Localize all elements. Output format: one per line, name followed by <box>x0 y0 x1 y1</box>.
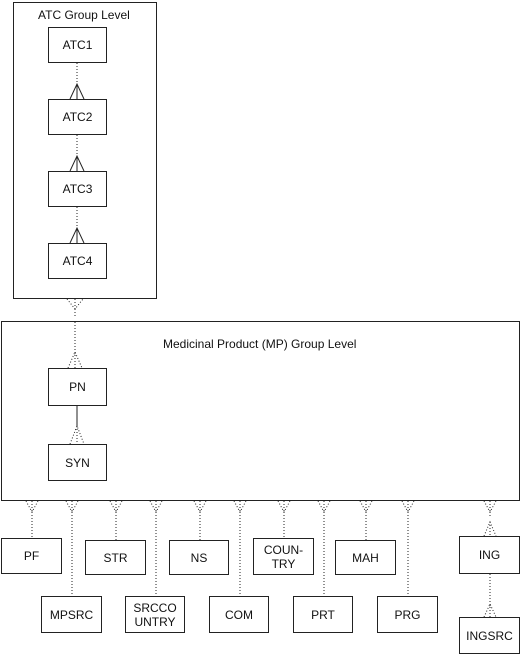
mp-group-title: Medicinal Product (MP) Group Level <box>163 337 357 351</box>
str-node[interactable]: STR <box>85 540 146 575</box>
crows-foot-icon <box>69 82 85 100</box>
com-node[interactable]: COM <box>209 596 269 633</box>
crows-foot-icon <box>69 226 85 244</box>
atc4-node[interactable]: ATC4 <box>48 243 107 279</box>
pf-node[interactable]: PF <box>1 538 62 574</box>
mp-entity-connectors <box>25 500 497 596</box>
mah-node[interactable]: MAH <box>335 540 396 575</box>
crows-foot-icon <box>69 424 85 445</box>
mp-group-frame: Medicinal Product (MP) Group Level <box>1 321 520 501</box>
atc3-node[interactable]: ATC3 <box>48 171 107 207</box>
prt-node[interactable]: PRT <box>293 596 353 633</box>
crows-foot-icon <box>69 154 85 172</box>
atc-group-title: ATC Group Level <box>38 8 130 22</box>
atc-mp-connector <box>66 298 84 369</box>
prg-node[interactable]: PRG <box>377 596 438 633</box>
syn-node[interactable]: SYN <box>48 444 107 481</box>
ing-ingsrc-connector <box>483 574 497 618</box>
mpsrc-node[interactable]: MPSRC <box>41 596 102 633</box>
country-node[interactable]: COUN- TRY <box>253 538 314 575</box>
ns-node[interactable]: NS <box>169 540 229 575</box>
atc1-node[interactable]: ATC1 <box>48 27 107 63</box>
atc2-node[interactable]: ATC2 <box>48 99 107 135</box>
ing-node[interactable]: ING <box>459 536 520 574</box>
srccountry-node[interactable]: SRCCO UNTRY <box>125 596 185 633</box>
ingsrc-node[interactable]: INGSRC <box>459 617 520 654</box>
pn-node[interactable]: PN <box>48 368 107 406</box>
atc-group-frame: ATC Group Level <box>13 2 157 299</box>
